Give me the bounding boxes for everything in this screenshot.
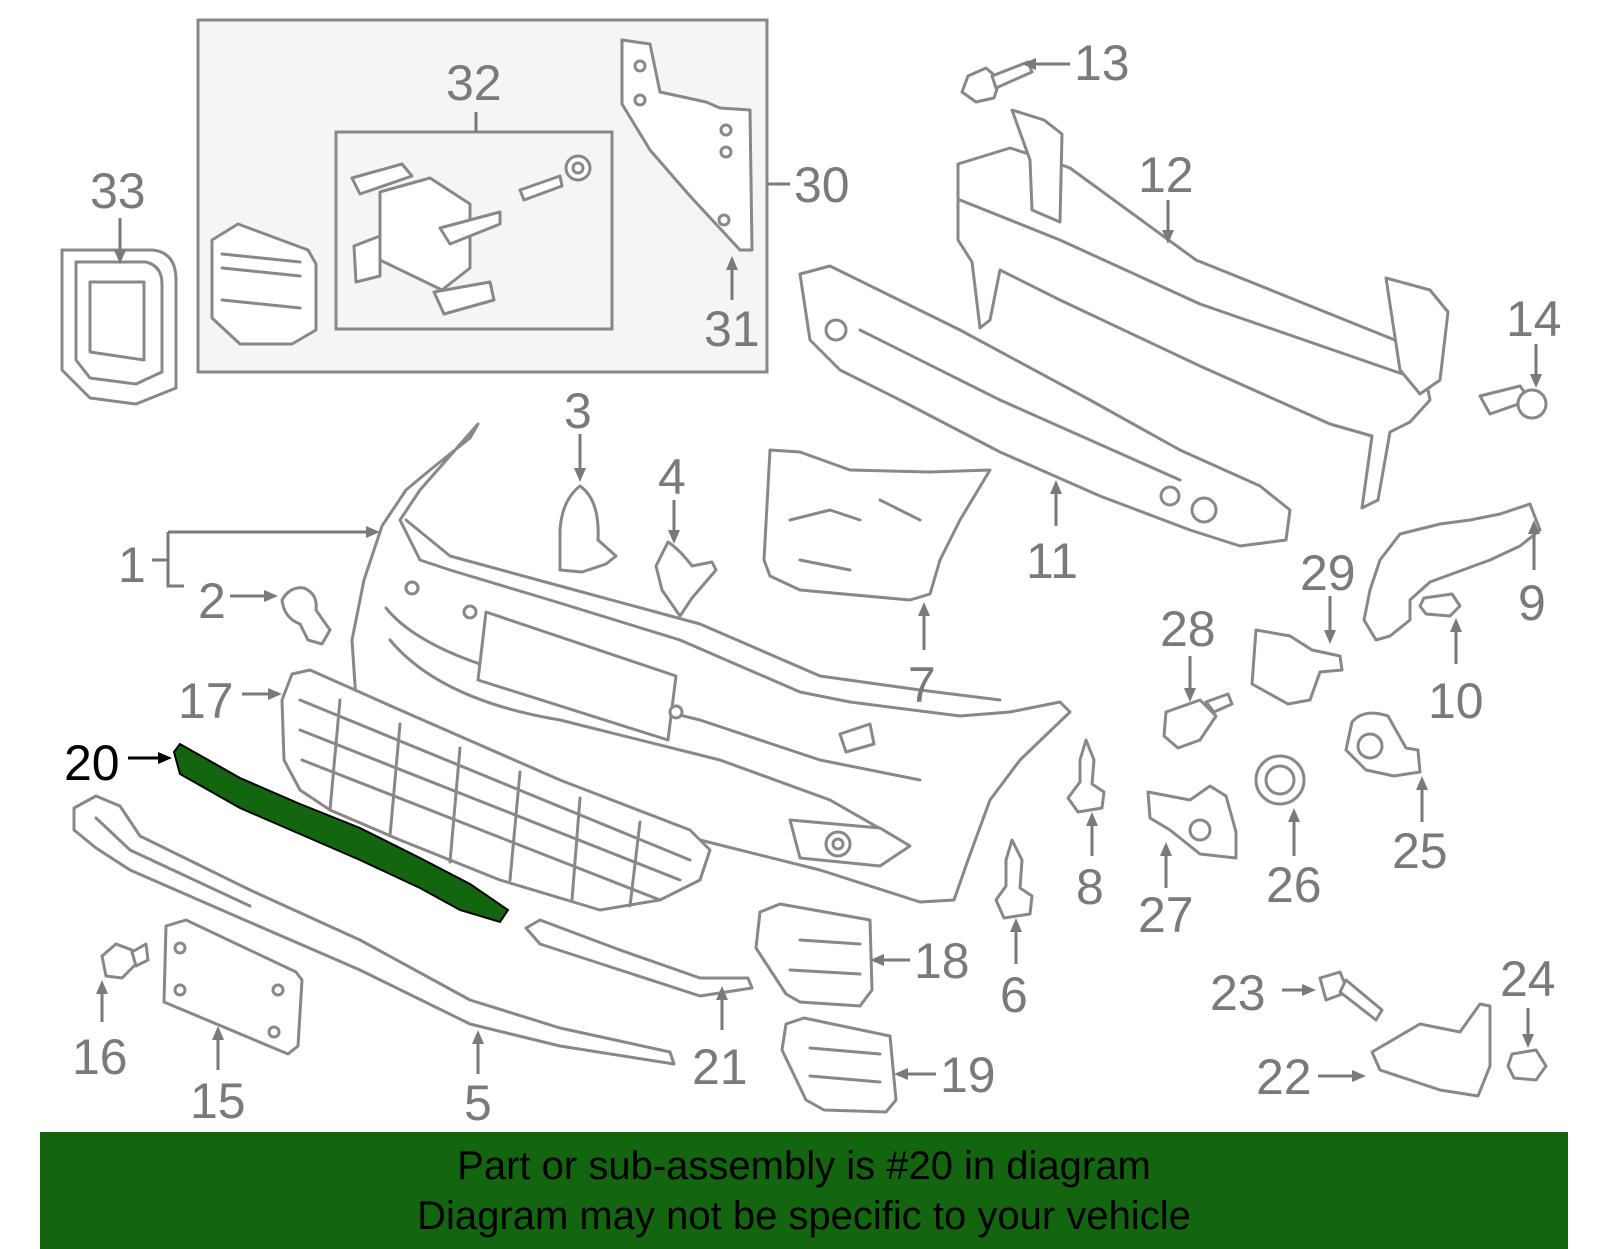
callout-9: 9 [1518, 575, 1546, 631]
callout-26: 26 [1266, 857, 1322, 913]
callout-33: 33 [90, 163, 146, 219]
callout-31: 31 [704, 301, 760, 357]
part-21-strip [524, 918, 754, 998]
callout-20-highlighted: 20 [64, 735, 120, 791]
callout-16: 16 [72, 1029, 128, 1085]
part-17-grille [280, 668, 712, 912]
part-12-impact-bar [956, 108, 1450, 510]
part-11-energy-absorber [798, 264, 1292, 548]
part-13-bolt [960, 60, 1034, 104]
callout-11: 11 [1026, 533, 1078, 589]
callout-2: 2 [198, 573, 226, 629]
leader-lines [96, 58, 1542, 1082]
part-25-park-sensor [1344, 711, 1422, 778]
part-27-sensor-holder [1146, 784, 1238, 860]
callout-25: 25 [1392, 823, 1448, 879]
part-28-sensor [1162, 692, 1234, 750]
callout-1: 1 [118, 537, 146, 593]
callout-27: 27 [1138, 887, 1194, 943]
callout-32: 32 [446, 55, 502, 111]
banner-line-1: Part or sub-assembly is #20 in diagram [457, 1143, 1151, 1188]
part-5-lower-spoiler [72, 794, 676, 1066]
part-7-bracket [762, 448, 992, 602]
callout-18: 18 [914, 933, 970, 989]
part-16-clip [100, 942, 150, 980]
callout-6: 6 [1000, 967, 1028, 1023]
part-29-bracket [1250, 628, 1344, 706]
callout-24: 24 [1500, 951, 1556, 1007]
callout-28: 28 [1160, 601, 1216, 657]
callout-15: 15 [190, 1073, 246, 1129]
callout-23: 23 [1210, 965, 1266, 1021]
callout-13: 13 [1074, 35, 1130, 91]
part-3-cover [558, 484, 618, 574]
part-15-license-bracket [162, 918, 304, 1056]
callout-21: 21 [692, 1039, 748, 1095]
part-23-bolt [1318, 970, 1384, 1022]
part-4-cover [654, 540, 718, 618]
callout-5: 5 [464, 1075, 492, 1131]
part-10-nut [1418, 592, 1462, 618]
callout-10: 10 [1428, 673, 1484, 729]
callout-labels: 1 2 3 4 5 6 7 8 9 10 11 12 13 14 15 16 1… [64, 35, 1562, 1131]
part-6-rivet [994, 838, 1034, 920]
callout-19: 19 [940, 1047, 996, 1103]
callout-3: 3 [564, 383, 592, 439]
callout-7: 7 [908, 657, 936, 713]
callout-22: 22 [1256, 1049, 1312, 1105]
part-18-bezel [754, 902, 874, 1008]
part-19-bezel [780, 1016, 898, 1114]
callout-8: 8 [1076, 859, 1104, 915]
part-26-sensor-ring [1254, 754, 1306, 806]
callout-17: 17 [178, 673, 234, 729]
part-8-rivet [1066, 738, 1106, 814]
part-2-cap [280, 586, 332, 646]
part-9-bracket [1362, 502, 1542, 642]
callout-30: 30 [794, 157, 850, 213]
part-22-bracket [1370, 1002, 1492, 1098]
part-14-bolt [1478, 384, 1548, 420]
callout-12: 12 [1138, 147, 1194, 203]
inset-box-30 [196, 18, 769, 374]
info-banner: Part or sub-assembly is #20 in diagram D… [40, 1132, 1568, 1249]
part-20-trim-strip [172, 742, 510, 924]
part-24-nut [1506, 1048, 1548, 1082]
callout-29: 29 [1300, 545, 1356, 601]
callout-14: 14 [1506, 291, 1562, 347]
part-33-radar-surround [60, 248, 178, 406]
callout-4: 4 [658, 449, 686, 505]
banner-line-2: Diagram may not be specific to your vehi… [417, 1193, 1191, 1238]
